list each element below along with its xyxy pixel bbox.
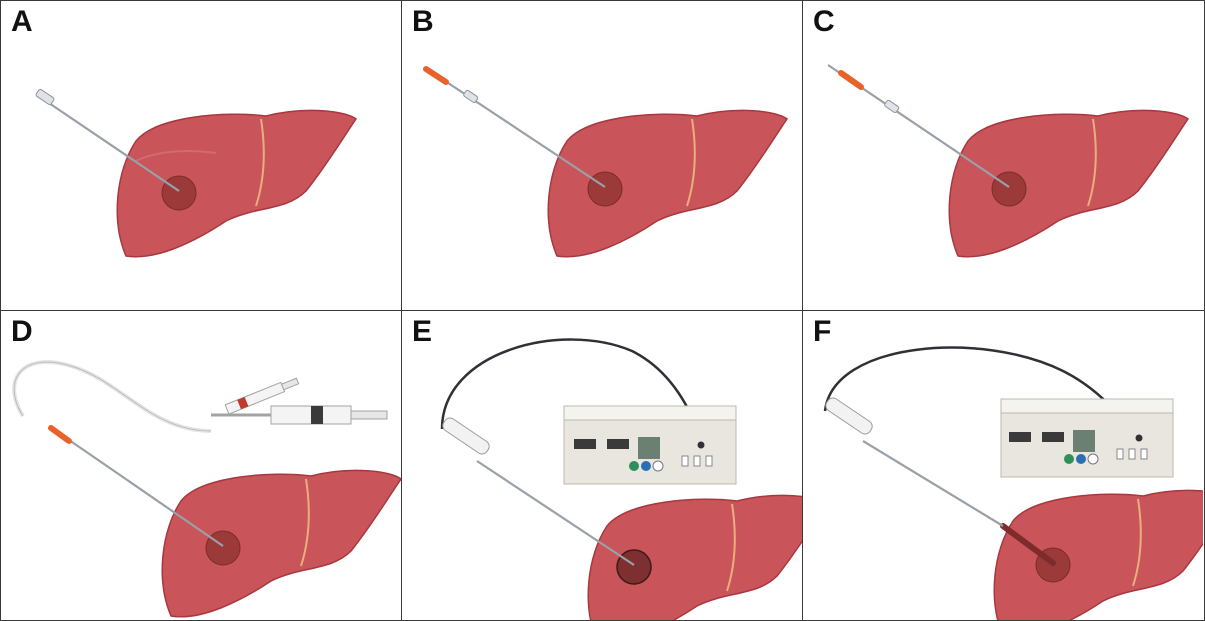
panel-label-b: B [412, 7, 434, 37]
panel-d: D [1, 311, 401, 620]
panel-b: B [402, 1, 802, 310]
needle-hub-icon [884, 100, 900, 114]
ablation-zone-icon [617, 550, 651, 584]
needle-hub-icon [35, 89, 54, 106]
panel-f: F [803, 311, 1203, 620]
panel-e: E [402, 311, 802, 620]
probe-needle-icon [863, 441, 1003, 526]
panel-label-c: C [813, 7, 835, 37]
panel-c-illustration [803, 1, 1203, 310]
panel-a-illustration [1, 1, 401, 310]
liver-icon [949, 110, 1188, 256]
ablation-generator-icon [564, 406, 736, 484]
needle-hub-icon [463, 90, 479, 104]
orange-hub-icon [426, 69, 446, 82]
probe-handle-icon [824, 396, 875, 437]
liver-icon [994, 490, 1203, 620]
panel-e-illustration [402, 311, 802, 620]
tubing-icon [14, 362, 211, 431]
lesion-icon [206, 531, 240, 565]
panel-label-e: E [412, 317, 432, 347]
liver-icon [117, 110, 356, 256]
lesion-icon [588, 172, 622, 206]
orange-hub-icon [51, 428, 69, 441]
probe-handle-icon [441, 416, 492, 457]
panel-label-a: A [11, 7, 33, 37]
liver-icon [162, 470, 401, 616]
panel-c: C [803, 1, 1203, 310]
panel-f-illustration [803, 311, 1203, 620]
lesion-icon [992, 172, 1026, 206]
liver-icon [548, 110, 787, 256]
panel-label-d: D [11, 317, 33, 347]
divider-horizontal [1, 310, 1204, 311]
ablation-generator-icon [1001, 399, 1173, 477]
panel-label-f: F [813, 317, 831, 347]
orange-hub-icon [841, 73, 861, 87]
lesion-icon [162, 176, 196, 210]
panel-a: A [1, 1, 401, 310]
panel-d-illustration [1, 311, 401, 620]
sheath-needle-icon [427, 69, 605, 187]
panel-b-illustration [402, 1, 802, 310]
